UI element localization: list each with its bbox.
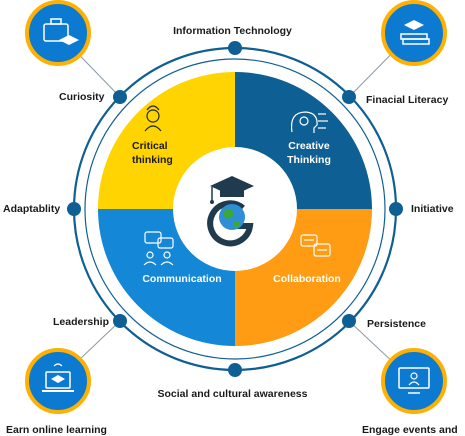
person-brain-icon	[144, 105, 162, 132]
chat-bubbles-icon	[300, 234, 331, 257]
gear-head-icon	[290, 111, 328, 133]
laptop-cap-icon	[42, 363, 74, 392]
quadrant-label-critical-line1: Critical	[132, 140, 168, 152]
caption-earn-online-learning: Earn online learning	[6, 424, 107, 436]
ring-dot-right	[389, 202, 403, 216]
ring-dot-top-left	[113, 90, 127, 104]
graduation-globe-logo	[207, 176, 254, 247]
ring-dot-top	[228, 41, 242, 55]
ring-dot-bottom	[228, 363, 242, 377]
briefcase-cap-icon	[43, 18, 79, 45]
badge-bottom-right	[381, 348, 447, 414]
badge-bottom-left	[25, 348, 91, 414]
quadrant-label-creative-line1: Creative	[288, 140, 330, 152]
label-initiative: Initiative	[411, 203, 454, 215]
ring-dot-bottom-right	[342, 314, 356, 328]
ring-dot-top-right	[342, 90, 356, 104]
label-leadership: Leadership	[53, 316, 110, 328]
label-adaptability: Adaptablity	[3, 203, 61, 215]
quadrant-label-communication: Communication	[142, 273, 222, 285]
ring-dot-bottom-left	[113, 314, 127, 328]
books-cap-icon	[400, 20, 430, 45]
badge-top-right	[381, 0, 447, 66]
label-persistence: Persistence	[367, 318, 426, 330]
quadrant-label-critical-line2: thinking	[132, 154, 173, 166]
badge-top-left	[25, 0, 91, 66]
label-information-technology: Information Technology	[173, 25, 292, 37]
quadrant-label-creative-line2: Thinking	[287, 154, 331, 166]
label-curiosity: Curiosity	[59, 91, 105, 103]
monitor-video-icon	[398, 367, 430, 394]
label-financial-literacy: Finacial Literacy	[366, 94, 449, 106]
quadrant-label-creative: Creative Thinking	[274, 139, 344, 167]
ring-dot-left	[67, 202, 81, 216]
quadrant-label-critical: Critical thinking	[132, 139, 192, 167]
label-social-cultural-awareness: Social and cultural awareness	[157, 388, 308, 400]
quadrant-label-collaboration: Collaboration	[273, 273, 341, 285]
chat-people-icon	[143, 231, 174, 266]
caption-engage-events: Engage events and	[362, 424, 458, 436]
